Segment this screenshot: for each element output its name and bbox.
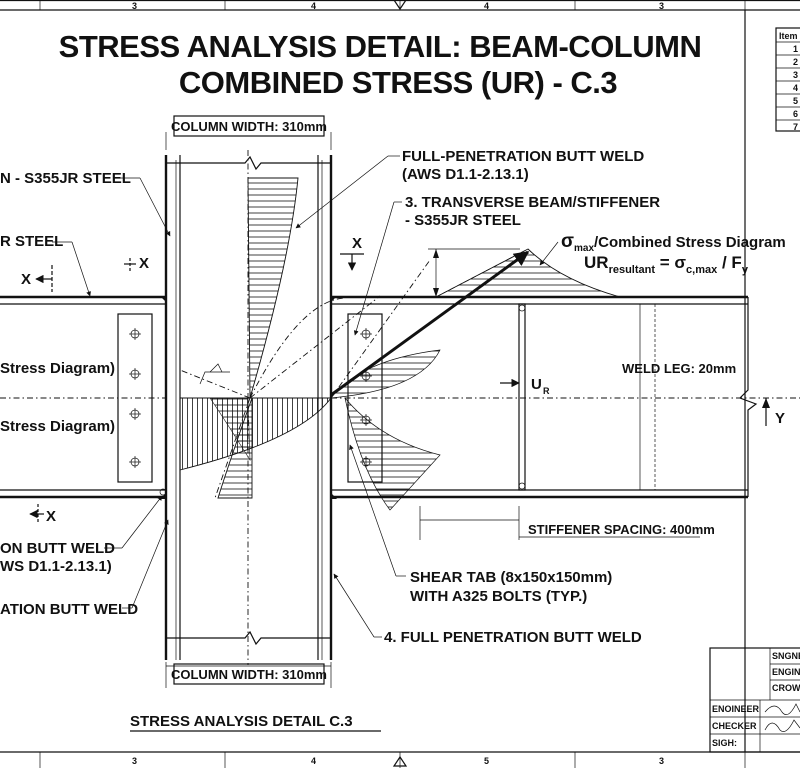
svg-text:7: 7 [793,122,798,132]
label-transverse-beam: 3. TRANSVERSE BEAM/STIFFENER - S355JR ST… [353,194,660,336]
triangle-center-mark-icon [392,0,408,768]
shear-tab-left [117,313,153,483]
weld-symbol-small [199,363,230,385]
stiffener [518,303,526,491]
svg-text:3: 3 [659,756,664,766]
stiffener-spacing-dim: STIFFENER SPACING: 400mm [419,506,715,540]
svg-text:X: X [46,508,56,525]
stress-diagram-beam [179,349,441,511]
svg-text:WITH A325 BOLTS (TYP.): WITH A325 BOLTS (TYP.) [410,588,587,605]
svg-text:URresultant = σc,max / Fy: URresultant = σc,max / Fy [584,253,749,276]
grid-labels-top: 3 4 4 3 [132,1,664,11]
title-block: SNGNEE ENGINEE CROWSZ ENOINEER CHECKER S… [709,647,800,753]
section-marker-x-left-top: X [21,265,53,292]
svg-text:(AWS D1.1-2.13.1): (AWS D1.1-2.13.1) [402,166,529,183]
svg-text:COLUMN WIDTH: 310mm: COLUMN WIDTH: 310mm [171,119,327,134]
label-weld-leg: WELD LEG: 20mm [622,361,736,376]
svg-text:STRESS ANALYSIS DETAIL C.3: STRESS ANALYSIS DETAIL C.3 [130,713,353,730]
svg-text:ON BUTT WELD: ON BUTT WELD [0,540,115,557]
svg-text:Y: Y [775,410,785,427]
section-marker-x-right: X [340,235,364,271]
engineer-signature [764,703,800,715]
svg-text:STIFFENER SPACING: 400mm: STIFFENER SPACING: 400mm [528,522,715,537]
svg-text:4: 4 [311,1,316,11]
item-table: Item 1 2 3 4 5 6 7 [775,27,800,132]
svg-text:X: X [139,255,149,272]
label-steel-left: R STEEL [0,233,91,297]
svg-text:3. TRANSVERSE BEAM/STIFFENER: 3. TRANSVERSE BEAM/STIFFENER [405,194,660,211]
svg-text:ATION BUTT WELD: ATION BUTT WELD [0,601,138,618]
label-stress-diagram-1: Stress Diagram) [0,360,115,377]
svg-text:3: 3 [132,1,137,11]
svg-text:N - S355JR STEEL: N - S355JR STEEL [0,170,131,187]
svg-text:Item: Item [779,31,798,41]
svg-text:U: U [531,376,542,393]
section-marker-x-mid-left: X [124,255,149,272]
svg-text:5: 5 [793,96,798,106]
label-weld-top: FULL-PENETRATION BUTT WELD (AWS D1.1-2.1… [295,148,644,229]
svg-text:6: 6 [793,109,798,119]
svg-text:σmax/Combined Stress Diagram: σmax/Combined Stress Diagram [561,231,786,254]
svg-text:R: R [543,386,550,396]
svg-text:WELD LEG: 20mm: WELD LEG: 20mm [622,361,736,376]
grid-labels-bottom: 3 4 5 3 [132,756,664,766]
svg-text:ENOINEER: ENOINEER [712,704,760,714]
svg-text:ENGINEE: ENGINEE [772,667,800,677]
svg-text:5: 5 [484,756,489,766]
footer-title: STRESS ANALYSIS DETAIL C.3 [130,713,381,732]
svg-text:4: 4 [484,1,489,11]
shear-tab-right [347,313,383,483]
svg-text:3: 3 [132,756,137,766]
ur-resultant-arrow [330,250,530,397]
svg-text:2: 2 [793,57,798,67]
title-line-1: STRESS ANALYSIS DETAIL: BEAM-COLUMN [59,29,702,64]
column-width-dim-top: COLUMN WIDTH: 310mm [165,115,332,150]
svg-text:R STEEL: R STEEL [0,233,63,250]
label-penetration-weld: ATION BUTT WELD [0,519,169,618]
svg-text:X: X [21,271,31,288]
section-marker-x-left-bottom: X [29,504,56,525]
svg-text:FULL-PENETRATION BUTT WELD: FULL-PENETRATION BUTT WELD [402,148,644,165]
combined-stress-dim [428,248,520,297]
label-shear-tab: SHEAR TAB (8x150x150mm) WITH A325 BOLTS … [349,444,612,605]
svg-text:4: 4 [311,756,316,766]
y-axis-marker: Y [762,398,785,427]
svg-text:WS D1.1-2.13.1): WS D1.1-2.13.1) [0,558,112,575]
title-line-2: COMBINED STRESS (UR) - C.3 [179,65,618,100]
label-stress-diagram-2: Stress Diagram) [0,418,115,435]
label-s355-top-left: N - S355JR STEEL [0,170,171,237]
svg-text:COLUMN WIDTH: 310mm: COLUMN WIDTH: 310mm [171,667,327,682]
stress-trajectories [179,259,431,499]
left-beam [0,295,166,499]
svg-text:SNGNEE: SNGNEE [772,651,800,661]
svg-text:3: 3 [659,1,664,11]
svg-text:1: 1 [793,44,798,54]
label-full-pen-weld-4: 4. FULL PENETRATION BUTT WELD [333,573,642,646]
svg-text:4: 4 [793,83,798,93]
checker-signature [764,719,800,732]
svg-text:CROWSZ: CROWSZ [772,683,800,693]
svg-text:Stress Diagram): Stress Diagram) [0,360,115,377]
svg-text:Stress Diagram): Stress Diagram) [0,418,115,435]
ur-stiffener-arrow: U R [500,376,550,396]
label-butt-weld: ON BUTT WELD WS D1.1-2.13.1) [0,495,163,575]
svg-text:3: 3 [793,70,798,80]
svg-text:- S355JR STEEL: - S355JR STEEL [405,212,521,229]
svg-text:SHEAR TAB (8x150x150mm): SHEAR TAB (8x150x150mm) [410,569,612,586]
svg-text:X: X [352,235,362,252]
column-width-dim-bottom: COLUMN WIDTH: 310mm [165,662,332,688]
svg-text:4. FULL PENETRATION BUTT WELD: 4. FULL PENETRATION BUTT WELD [384,629,642,646]
svg-text:SIGH:: SIGH: [712,738,737,748]
svg-text:CHECKER: CHECKER [712,721,757,731]
label-combined-stress: σmax/Combined Stress Diagram URresultant… [539,231,786,276]
